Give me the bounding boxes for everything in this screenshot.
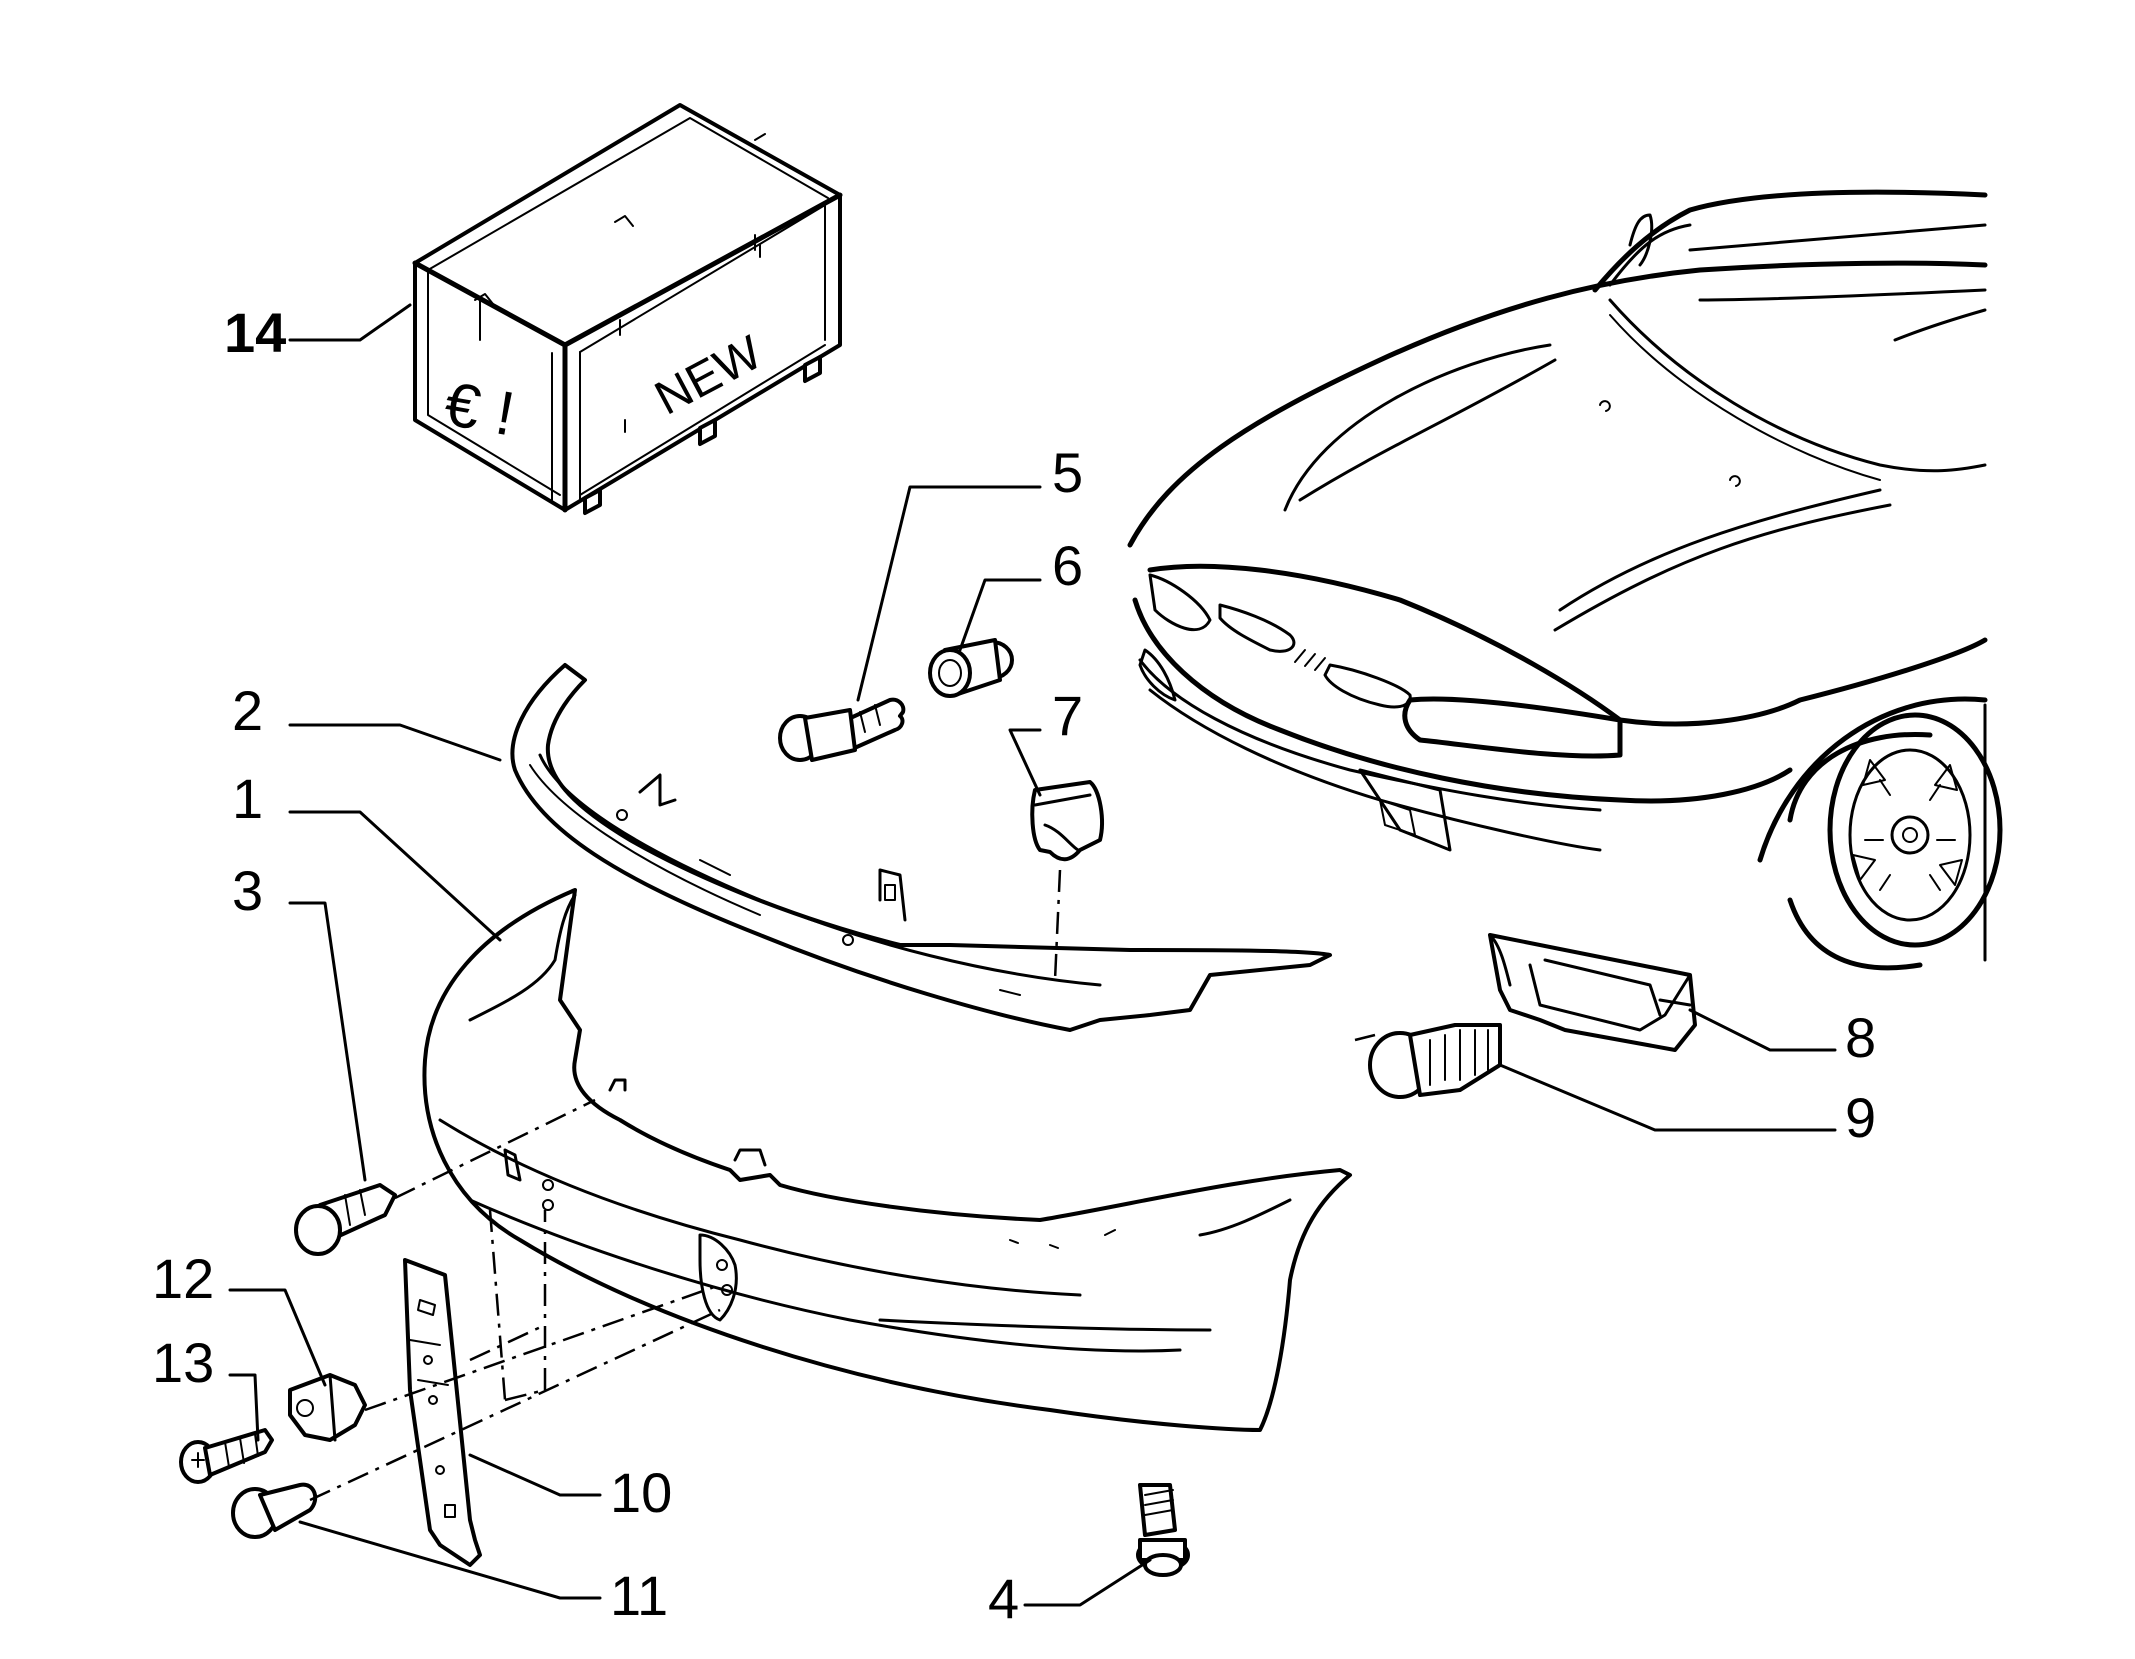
callout-2: 2 [232,679,263,742]
callout-7: 7 [1052,684,1083,747]
callout-5: 5 [1052,441,1083,504]
part-14-crate: € ! NEW [412,103,843,515]
callout-10: 10 [610,1461,672,1524]
callout-6: 6 [1052,534,1083,597]
part-7-clip [1030,780,1104,862]
callout-12: 12 [152,1247,214,1310]
part-9-push-pin [1368,1023,1502,1099]
part-6-bushing [928,638,1014,698]
part-3-screw [294,1183,397,1256]
part-4-bolt [1136,1483,1190,1577]
callout-9: 9 [1845,1086,1876,1149]
callout-11: 11 [610,1564,668,1627]
callout-4: 4 [988,1567,1019,1630]
part-5-bolt [778,697,906,762]
assembly-lines [309,869,1376,1502]
callout-1: 1 [232,767,263,830]
part-11-button-clip [231,1482,318,1539]
leader-lines [228,303,1837,1607]
part-12-clip-nut [288,1373,367,1442]
car-front-illustration [1127,189,2003,971]
part-10-bracket [403,1258,482,1567]
callout-14: 14 [224,301,286,364]
callout-13: 13 [152,1331,214,1394]
callout-3: 3 [232,859,263,922]
part-1-bumper-cover [422,888,1352,1432]
part-2-upper-absorber [510,663,1332,1032]
callout-labels: 14 5 6 7 2 1 3 8 9 12 13 10 11 4 [152,301,1876,1630]
part-8-absorber-block [1488,933,1697,1052]
box-euro-label: € ! [440,369,520,449]
part-13-screw [179,1428,274,1484]
callout-8: 8 [1845,1006,1876,1069]
